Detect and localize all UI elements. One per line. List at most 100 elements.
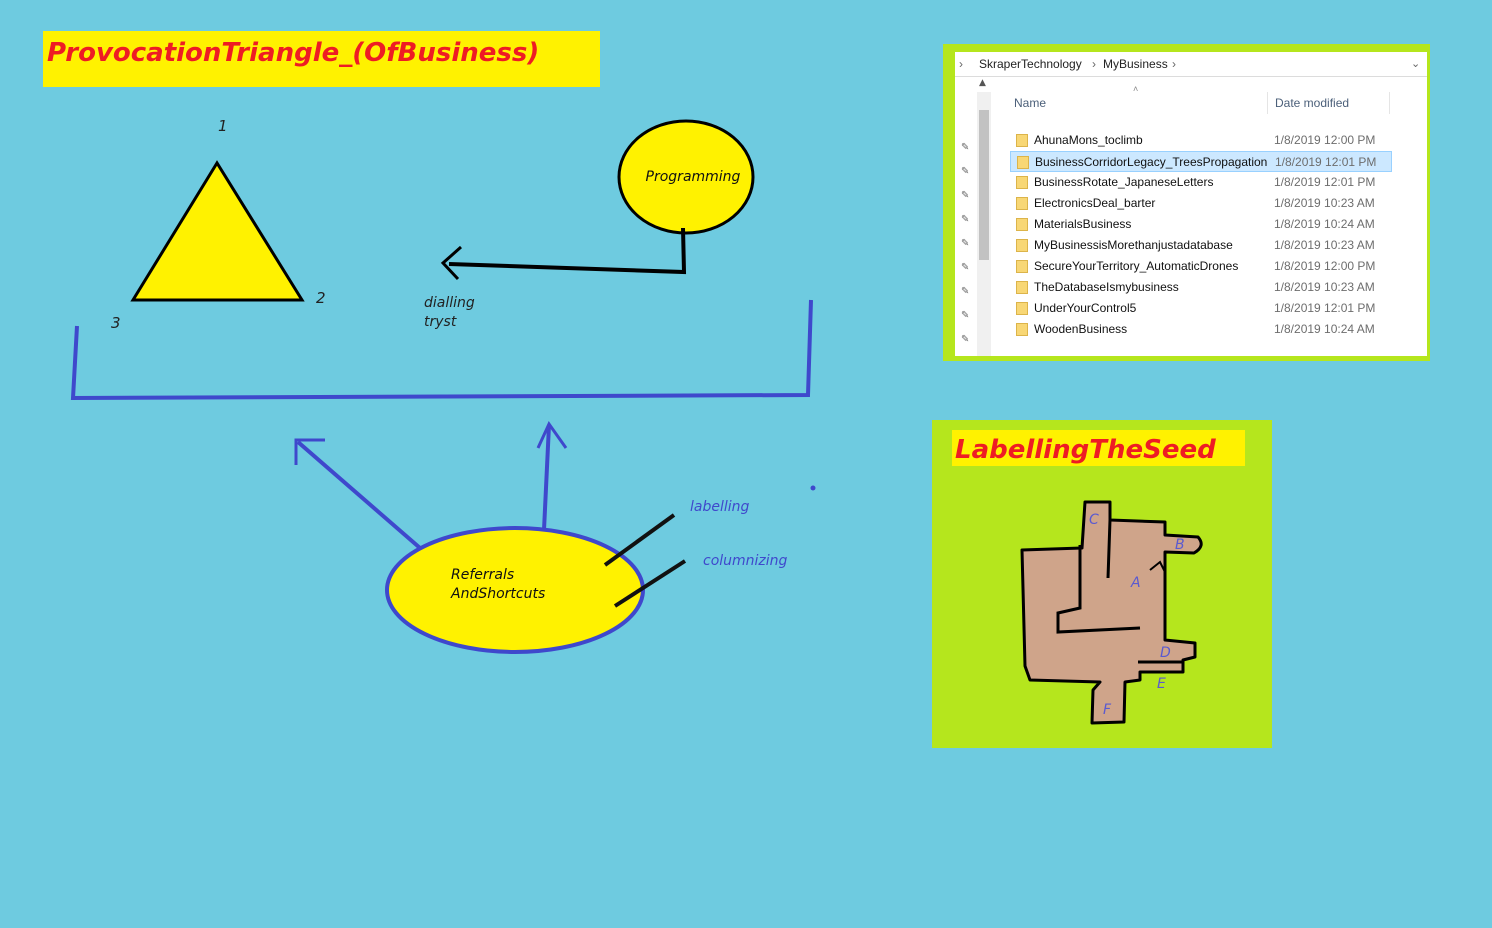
pin-icon: ✎: [961, 238, 970, 249]
folder-date: 1/8/2019 10:23 AM: [1274, 238, 1375, 252]
folder-row[interactable]: MyBusinessisMorethanjustadatabase 1/8/201…: [1010, 235, 1392, 256]
folder-name: WoodenBusiness: [1034, 322, 1128, 336]
folder-name: AhunaMons_toclimb: [1034, 133, 1143, 147]
columnizing-text: columnizing: [703, 553, 788, 569]
folder-icon: [1016, 260, 1028, 273]
referrals-arrowhead-up: [536, 421, 568, 449]
programming-label: Programming: [646, 169, 741, 185]
folder-icon: [1016, 134, 1028, 147]
folder-date: 1/8/2019 12:00 PM: [1274, 133, 1376, 147]
folder-row[interactable]: TheDatabaseIsmybusiness 1/8/2019 10:23 AM: [1010, 277, 1392, 298]
scroll-up-icon[interactable]: ▲: [979, 78, 986, 88]
folder-name: ElectronicsDeal_barter: [1034, 196, 1156, 210]
provocation-title: ProvocationTriangle_(OfBusiness): [47, 38, 540, 68]
referrals-label-line2: AndShortcuts: [450, 586, 545, 602]
column-divider[interactable]: [1267, 92, 1268, 114]
folder-date: 1/8/2019 12:01 PM: [1274, 175, 1376, 189]
folder-row[interactable]: ElectronicsDeal_barter 1/8/2019 10:23 AM: [1010, 193, 1392, 214]
pin-icon: ✎: [961, 142, 970, 153]
pin-icon: ✎: [961, 334, 970, 345]
columnizing-connector: [613, 559, 687, 608]
folder-row[interactable]: UnderYourControl5 1/8/2019 12:01 PM: [1010, 298, 1392, 319]
seed-label-d: D: [1160, 645, 1171, 661]
folder-icon: [1016, 239, 1028, 252]
folder-row[interactable]: MaterialsBusiness 1/8/2019 10:24 AM: [1010, 214, 1392, 235]
folder-row[interactable]: AhunaMons_toclimb 1/8/2019 12:00 PM: [1010, 130, 1392, 151]
breadcrumb-chevron-icon: ›: [1092, 57, 1096, 71]
stray-dot: [810, 485, 816, 491]
folder-name: TheDatabaseIsmybusiness: [1034, 280, 1179, 294]
folder-name: UnderYourControl5: [1034, 301, 1137, 315]
referrals-label-line1: Referrals: [451, 567, 514, 583]
labelling-text: labelling: [690, 499, 750, 515]
folder-icon: [1016, 218, 1028, 231]
folder-row-selected[interactable]: BusinessCorridorLegacy_TreesPropagation 1…: [1010, 151, 1392, 172]
vertex-label-2: 2: [316, 289, 326, 307]
date-column-header[interactable]: Date modified: [1275, 96, 1350, 110]
seed-label-b: B: [1175, 537, 1185, 553]
folder-name: BusinessRotate_JapaneseLetters: [1034, 175, 1214, 189]
list-header: Name ˄ Date modified: [1003, 84, 1397, 114]
folder-date: 1/8/2019 10:23 AM: [1274, 280, 1375, 294]
programming-node: [617, 119, 755, 235]
name-column-header[interactable]: Name: [1014, 96, 1047, 110]
pin-icon: ✎: [961, 214, 970, 225]
folder-icon: [1017, 156, 1029, 169]
seed-label-c: C: [1089, 512, 1099, 528]
referrals-arrow-left: [296, 440, 422, 550]
folder-icon: [1016, 197, 1028, 210]
provocation-title-banner: ProvocationTriangle_(OfBusiness): [43, 31, 600, 87]
pin-icon: ✎: [961, 286, 970, 297]
folder-name: SecureYourTerritory_AutomaticDrones: [1034, 259, 1239, 273]
folder-icon: [1016, 323, 1028, 336]
folder-name: MaterialsBusiness: [1034, 217, 1132, 231]
folder-date: 1/8/2019 10:24 AM: [1274, 217, 1375, 231]
breadcrumb-chevron-icon: ›: [959, 57, 963, 71]
folder-date: 1/8/2019 12:01 PM: [1275, 155, 1377, 169]
sort-ascending-icon: ˄: [1133, 84, 1139, 94]
breadcrumb-chevron-icon: ›: [1172, 57, 1176, 71]
dialling-label: dialling: [424, 295, 475, 311]
folder-name: BusinessCorridorLegacy_TreesPropagation: [1035, 155, 1268, 169]
vertex-label-3: 3: [111, 314, 121, 332]
folder-icon: [1016, 176, 1028, 189]
folder-row[interactable]: BusinessRotate_JapaneseLetters 1/8/2019 1…: [1010, 172, 1392, 193]
labelling-title-banner: LabellingTheSeed: [952, 430, 1245, 466]
referrals-arrow-up: [542, 424, 551, 531]
seed-drawing: [1020, 500, 1203, 725]
column-divider[interactable]: [1389, 92, 1390, 114]
programming-arrowhead: [440, 245, 462, 281]
pin-icon: ✎: [961, 166, 970, 177]
list-scrollbar[interactable]: [1416, 80, 1427, 356]
folder-row[interactable]: SecureYourTerritory_AutomaticDrones 1/8/2…: [1010, 256, 1392, 277]
breadcrumb-item[interactable]: SkraperTechnology: [979, 57, 1082, 71]
labelling-title: LabellingTheSeed: [955, 435, 1216, 465]
folder-row[interactable]: WoodenBusiness 1/8/2019 10:24 AM: [1010, 319, 1392, 340]
navigation-pane: ✎ ✎ ✎ ✎ ✎ ✎ ✎ ✎ ✎: [955, 90, 993, 356]
referrals-arrowhead-left: [294, 438, 325, 465]
pin-icon: ✎: [961, 190, 970, 201]
seed-label-a: A: [1130, 575, 1141, 591]
folder-date: 1/8/2019 10:24 AM: [1274, 322, 1375, 336]
blue-bracket: [70, 299, 813, 401]
file-explorer-window: › SkraperTechnology › MyBusiness › ⌄ ✎ ✎…: [955, 52, 1427, 356]
seed-label-f: F: [1103, 702, 1112, 718]
folder-date: 1/8/2019 10:23 AM: [1274, 196, 1375, 210]
scrollbar-thumb[interactable]: [979, 110, 989, 260]
folder-icon: [1016, 281, 1028, 294]
vertex-label-1: 1: [218, 117, 228, 135]
address-dropdown-icon[interactable]: ⌄: [1411, 58, 1421, 70]
provocation-triangle: [130, 160, 305, 302]
seed-label-e: E: [1157, 676, 1166, 692]
breadcrumb-item[interactable]: MyBusiness: [1103, 57, 1168, 71]
address-bar[interactable]: › SkraperTechnology › MyBusiness › ⌄: [955, 52, 1427, 77]
pin-icon: ✎: [961, 310, 970, 321]
file-explorer-screenshot: › SkraperTechnology › MyBusiness › ⌄ ✎ ✎…: [943, 44, 1430, 361]
pin-icon: ✎: [961, 262, 970, 273]
folder-date: 1/8/2019 12:00 PM: [1274, 259, 1376, 273]
navigation-scrollbar[interactable]: [977, 92, 991, 356]
tryst-label: tryst: [424, 314, 457, 330]
folder-name: MyBusinessisMorethanjustadatabase: [1034, 238, 1233, 252]
folder-date: 1/8/2019 12:01 PM: [1274, 301, 1376, 315]
